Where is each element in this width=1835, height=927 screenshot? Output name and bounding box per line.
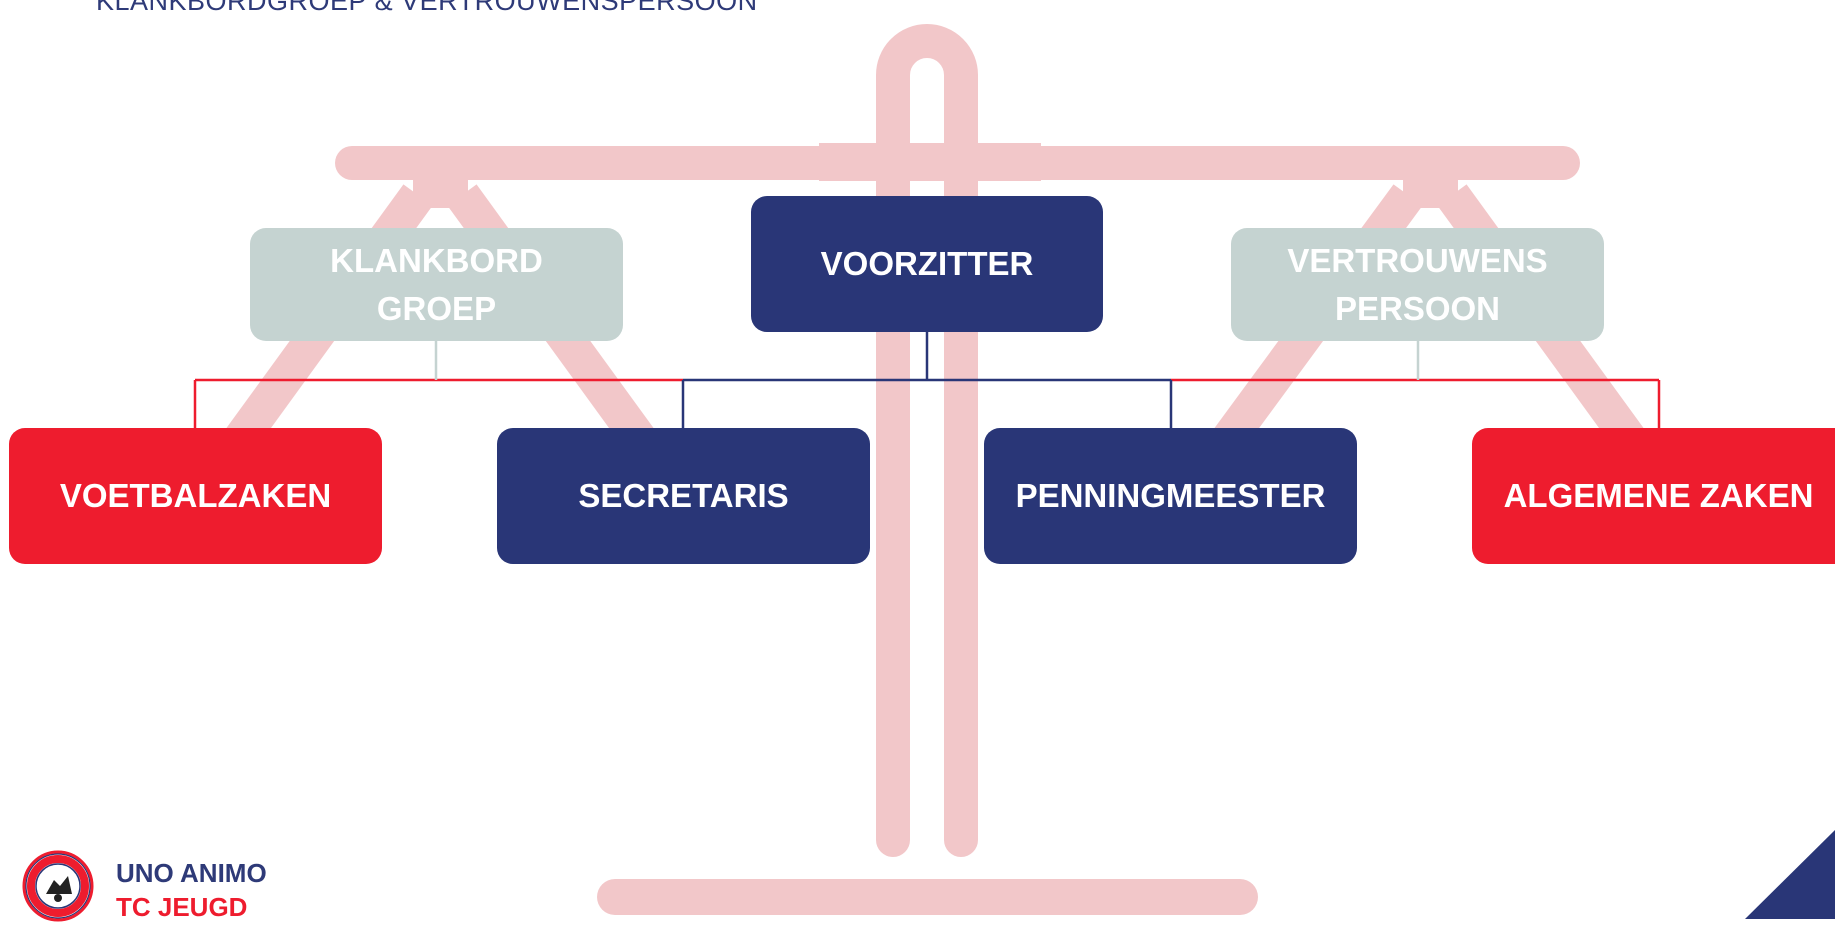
node-penningmeester-label: PENNINGMEESTER	[1015, 477, 1326, 514]
node-klankbord-groep-label: KLANKBORD GROEP	[330, 241, 543, 327]
brand-subtitle: TC JEUGD	[116, 892, 248, 922]
node-algemene-zaken[interactable]: ALGEMENE ZAKEN	[1472, 428, 1835, 564]
club-logo-icon	[22, 850, 94, 922]
node-algemene-zaken-label: ALGEMENE ZAKEN	[1503, 477, 1814, 514]
slide-title: KLANKBORDGROEP & VERTROUWENSPERSOON	[96, 0, 758, 16]
node-klankbord-groep[interactable]: KLANKBORD GROEP	[250, 228, 623, 341]
node-voetbalzaken[interactable]: VOETBALZAKEN	[9, 428, 382, 564]
node-voorzitter[interactable]: VOORZITTER	[751, 196, 1103, 332]
node-voetbalzaken-label: VOETBALZAKEN	[59, 477, 332, 514]
node-voorzitter-label: VOORZITTER	[820, 245, 1034, 282]
node-vertrouwens-persoon[interactable]: VERTROUWENS PERSOON	[1231, 228, 1604, 341]
node-vertrouwens-persoon-label: VERTROUWENS PERSOON	[1287, 241, 1548, 327]
node-penningmeester[interactable]: PENNINGMEESTER	[984, 428, 1357, 564]
node-secretaris-label: SECRETARIS	[578, 477, 789, 514]
node-secretaris[interactable]: SECRETARIS	[497, 428, 870, 564]
brand-name: UNO ANIMO	[116, 858, 267, 888]
